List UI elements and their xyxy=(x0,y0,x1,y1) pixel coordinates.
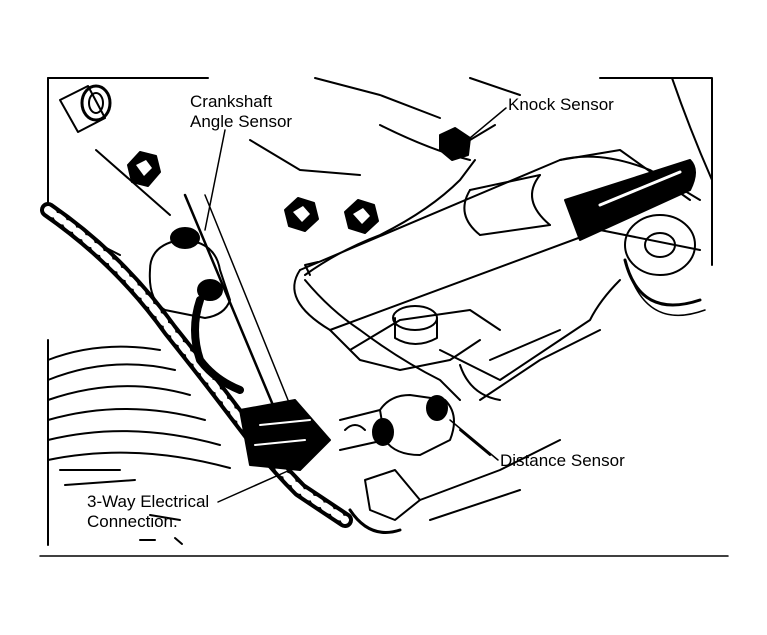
pipe-stub xyxy=(59,84,112,133)
ribbed-pulley xyxy=(47,339,231,546)
three-way-connector-body xyxy=(239,399,421,534)
center-housing xyxy=(329,305,561,401)
connection-label-line1: 3-Way Electrical xyxy=(87,492,210,511)
bolt-heads xyxy=(127,151,379,234)
distance-sensor-label: Distance Sensor xyxy=(500,451,625,470)
three-way-connection-label: 3-Way Electrical Connection. xyxy=(87,492,209,532)
knock-sensor-body xyxy=(439,124,496,161)
knock-sensor-label: Knock Sensor xyxy=(508,95,614,114)
distance-sensor-body xyxy=(339,394,491,456)
main-shaft xyxy=(293,149,701,331)
lower-contours xyxy=(419,329,601,521)
crankshaft-label-line1: Crankshaft xyxy=(190,92,273,111)
connection-label-line2: Connection. xyxy=(87,512,178,531)
leader-lines xyxy=(204,107,507,503)
wiring-harness xyxy=(40,202,353,528)
crankshaft-sensor-body xyxy=(148,193,291,412)
right-flange xyxy=(559,214,706,341)
crankshaft-label-line2: Angle Sensor xyxy=(190,112,293,131)
sensor-wire xyxy=(304,159,476,401)
crankshaft-angle-sensor-label: Crankshaft Angle Sensor xyxy=(190,92,292,132)
